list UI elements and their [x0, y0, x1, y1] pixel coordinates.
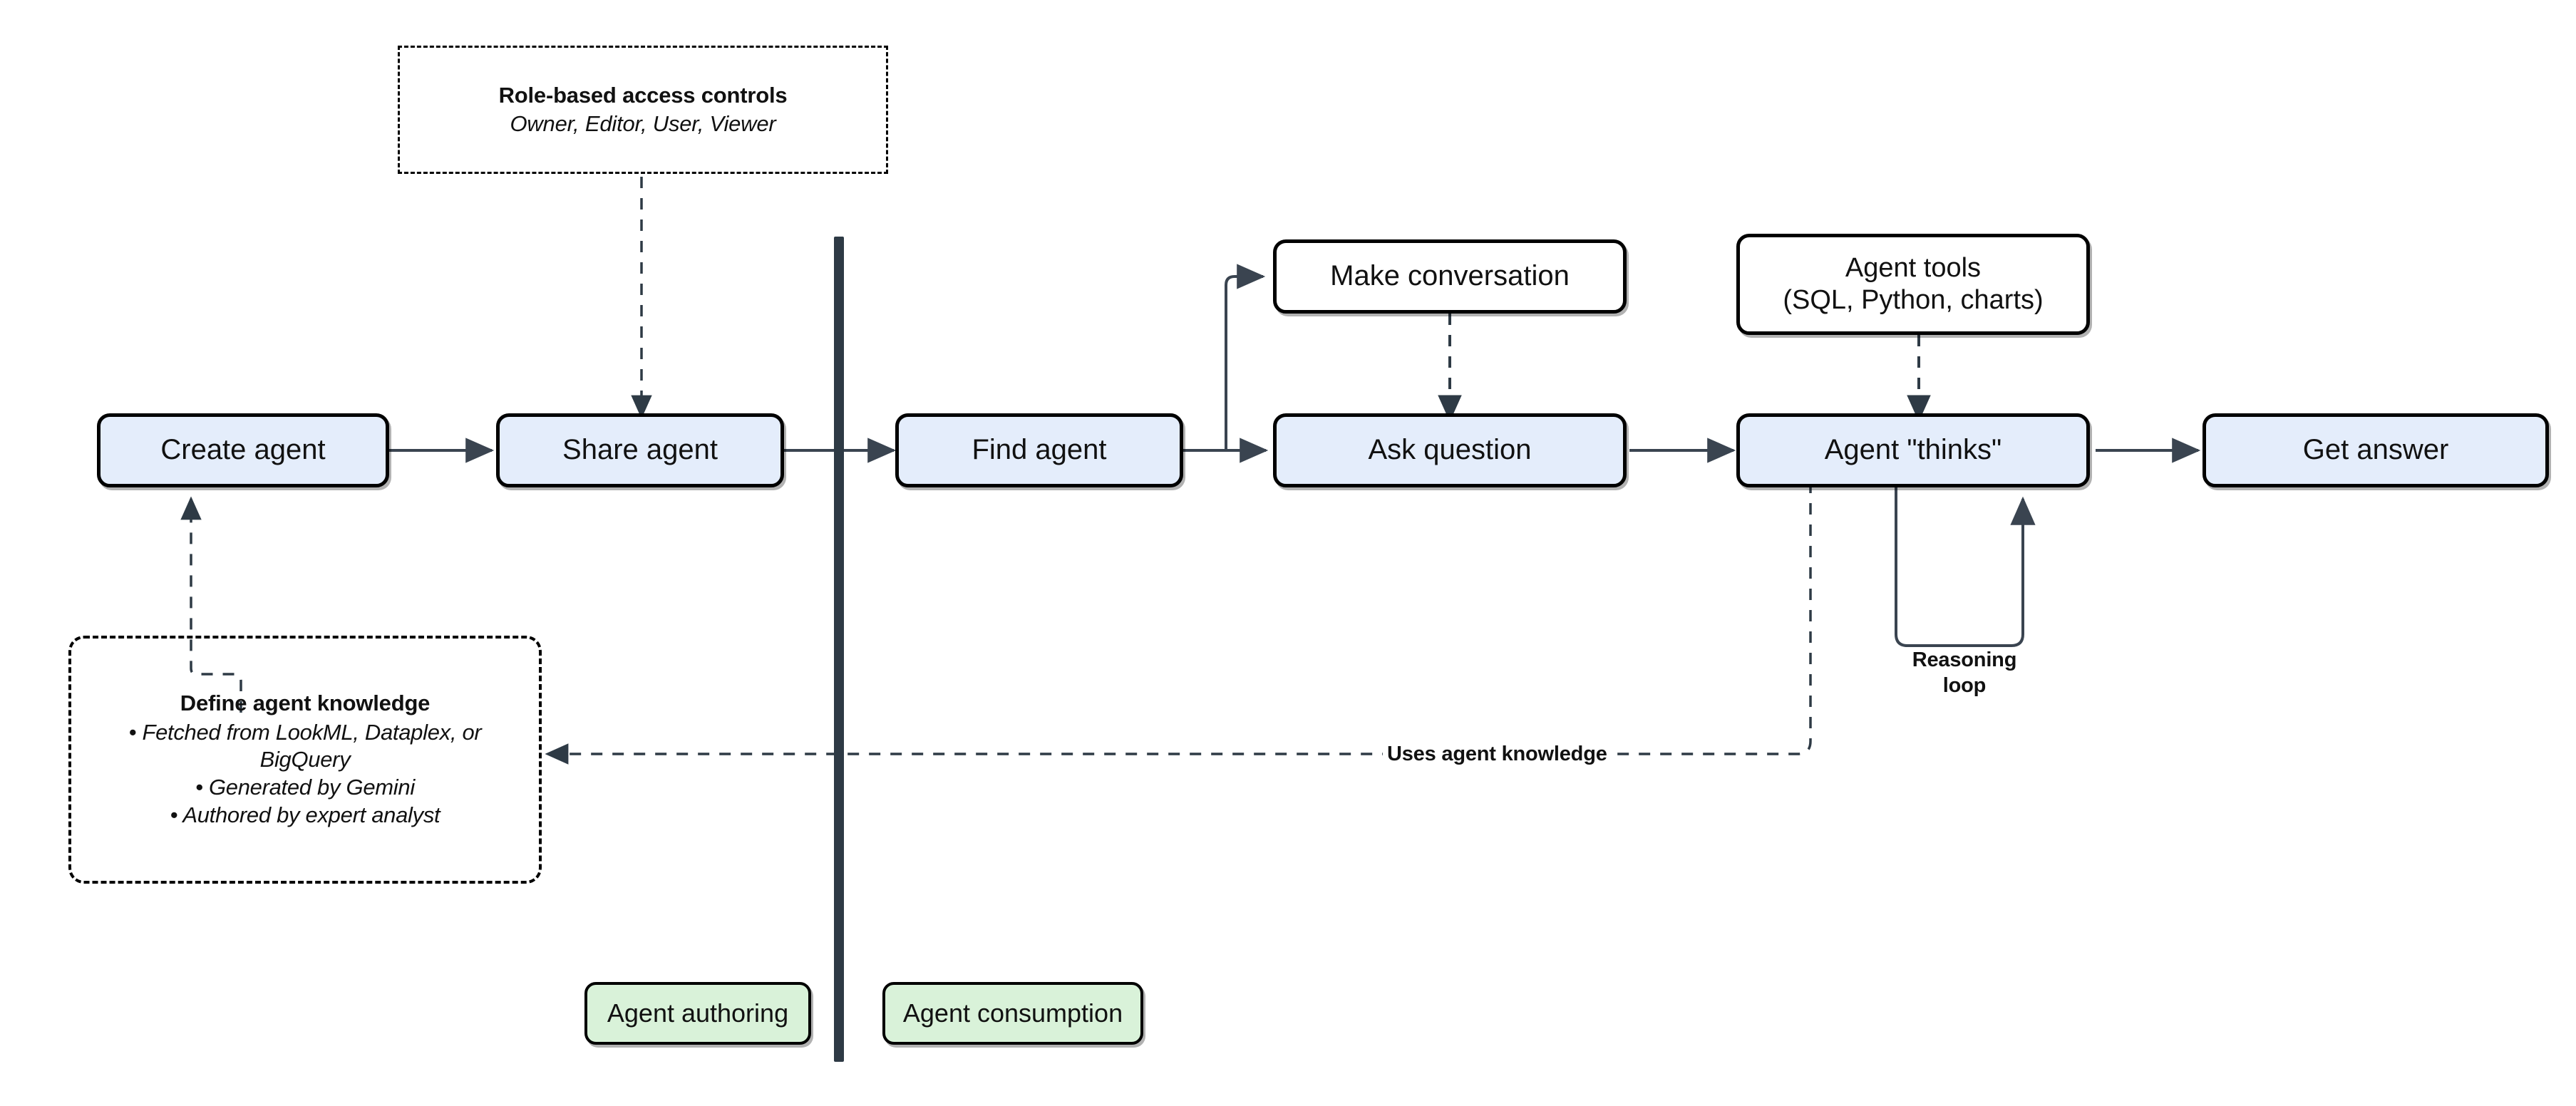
node-find-agent-label: Find agent	[972, 434, 1107, 466]
label-reasoning-loop: Reasoning loop	[1885, 647, 2044, 699]
node-share-agent-label: Share agent	[562, 434, 718, 466]
note-define-agent-knowledge: Define agent knowledge Fetched from Look…	[68, 636, 542, 884]
note-knowledge-title: Define agent knowledge	[180, 690, 431, 715]
label-reasoning-loop-line2: loop	[1942, 674, 1987, 698]
label-uses-agent-knowledge: Uses agent knowledge	[1383, 741, 1612, 768]
note-knowledge-bullet-list: Fetched from LookML, Dataplex, or BigQue…	[83, 719, 527, 830]
node-ask-question-label: Ask question	[1368, 434, 1532, 466]
node-create-agent[interactable]: Create agent	[97, 413, 389, 487]
note-rbac-subtitle: Owner, Editor, User, Viewer	[510, 111, 776, 136]
legend-agent-consumption[interactable]: Agent consumption	[882, 982, 1143, 1045]
note-role-based-access-controls: Role-based access controls Owner, Editor…	[398, 46, 888, 174]
node-get-answer-label: Get answer	[2302, 434, 2449, 466]
node-agent-thinks-label: Agent "thinks"	[1824, 434, 2002, 466]
node-agent-thinks[interactable]: Agent "thinks"	[1736, 413, 2090, 487]
node-find-agent[interactable]: Find agent	[895, 413, 1183, 487]
node-agent-tools-label-line2: (SQL, Python, charts)	[1783, 285, 2044, 315]
wire-reasoning-loop	[1895, 482, 2036, 647]
node-make-conversation-label: Make conversation	[1330, 260, 1570, 292]
node-get-answer[interactable]: Get answer	[2203, 413, 2549, 487]
node-ask-question[interactable]: Ask question	[1273, 413, 1627, 487]
authoring-consumption-divider	[834, 237, 844, 1062]
node-share-agent[interactable]: Share agent	[496, 413, 784, 487]
arrow-find-to-make-conversation	[1225, 264, 1266, 450]
note-knowledge-bullet: Generated by Gemini	[83, 774, 527, 802]
node-agent-tools-label-line1: Agent tools	[1845, 253, 1982, 284]
node-make-conversation[interactable]: Make conversation	[1273, 239, 1627, 314]
label-reasoning-loop-line1: Reasoning	[1912, 648, 2017, 671]
note-rbac-title: Role-based access controls	[498, 83, 788, 108]
wire-uses-agent-knowledge	[545, 482, 1812, 765]
note-knowledge-bullet: Authored by expert analyst	[83, 802, 527, 830]
legend-agent-consumption-label: Agent consumption	[902, 998, 1123, 1028]
label-uses-agent-knowledge-text: Uses agent knowledge	[1387, 743, 1607, 765]
node-agent-tools[interactable]: Agent tools (SQL, Python, charts)	[1736, 234, 2090, 335]
node-create-agent-label: Create agent	[160, 434, 326, 466]
legend-agent-authoring-label: Agent authoring	[607, 998, 789, 1028]
note-knowledge-bullet: Fetched from LookML, Dataplex, or BigQue…	[83, 719, 527, 775]
legend-agent-authoring[interactable]: Agent authoring	[584, 982, 811, 1045]
